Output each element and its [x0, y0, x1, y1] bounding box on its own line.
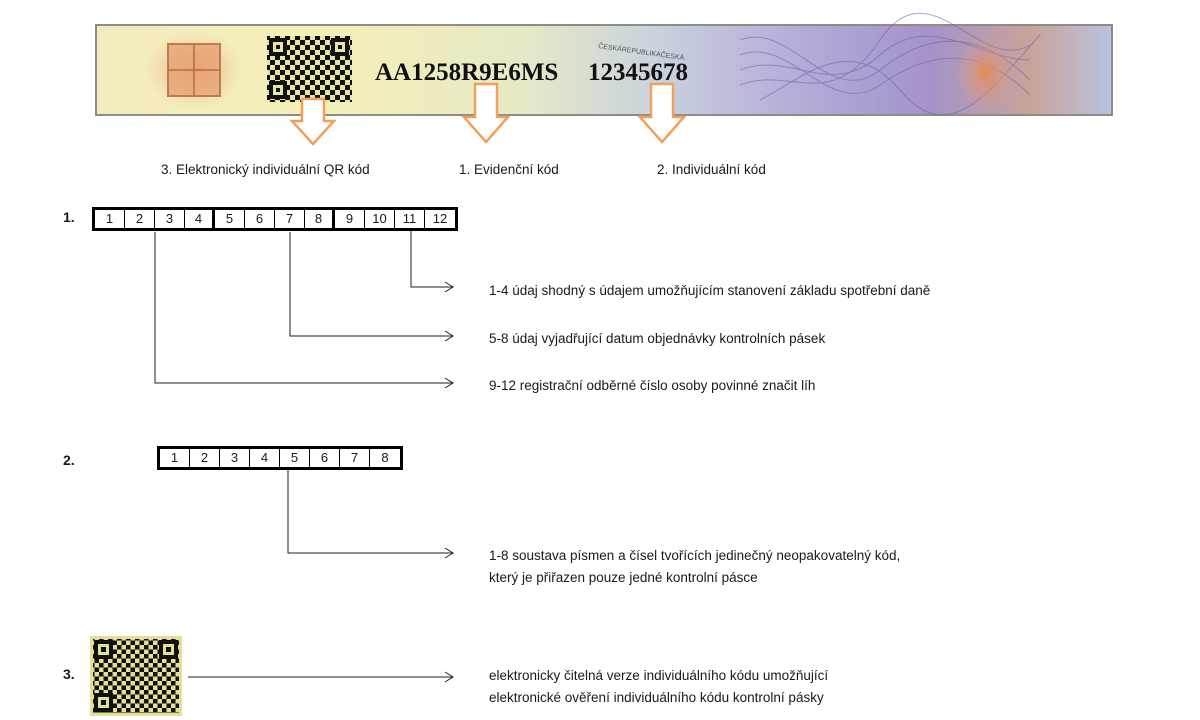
- tax-stamp-image: AA1258R9E6MS 12345678 ČESKÁREPUBLIKAČESK…: [95, 13, 1113, 116]
- code-cell: 12: [432, 211, 448, 226]
- stamp-evidencni-code: AA1258R9E6MS: [375, 59, 558, 86]
- qr-code-small-icon: [90, 636, 182, 716]
- section-1-desc-2: 5-8 údaj vyjadřující datum objednávky ko…: [489, 331, 826, 346]
- code-cell: 3: [220, 449, 250, 467]
- section-1-desc-3: 9-12 registrační odběrné číslo osoby pov…: [489, 378, 816, 393]
- section-2-code-grid: 1 2 3 4 5 6 7 8: [157, 446, 403, 470]
- section-3-number: 3.: [63, 666, 75, 682]
- code-cell: 8: [381, 450, 389, 465]
- code-cell: 7: [340, 449, 370, 467]
- code-cell: 9: [335, 210, 365, 228]
- section-1-number: 1.: [63, 209, 75, 225]
- code-cell: 7: [275, 210, 305, 228]
- code-cell: 1: [95, 210, 125, 228]
- section-3-desc-2: elektronické ověření individuálního kódu…: [489, 690, 824, 705]
- code-cell: 2: [190, 449, 220, 467]
- code-cell: 6: [245, 210, 275, 228]
- code-cell: 4: [250, 449, 280, 467]
- code-cell: 1: [160, 449, 190, 467]
- code-cell: 4: [185, 210, 215, 228]
- code-cell: 8: [305, 210, 335, 228]
- section-3-desc-1: elektronicky čitelná verze individuálníh…: [489, 668, 829, 683]
- code-cell: 3: [155, 210, 185, 228]
- qr-code-icon: [267, 36, 352, 102]
- code-cell: 5: [280, 449, 310, 467]
- stamp-individual-code: 12345678: [588, 59, 688, 86]
- label-qr-code: 3. Elektronický individuální QR kód: [161, 162, 370, 177]
- arrow-down-evidencni-icon: [461, 82, 511, 144]
- label-individualni-kod: 2. Individuální kód: [657, 162, 766, 177]
- code-cell: 11: [395, 210, 425, 228]
- code-cell: 10: [365, 210, 395, 228]
- section-2-number: 2.: [63, 452, 75, 468]
- code-cell: 2: [125, 210, 155, 228]
- label-evidencni-kod: 1. Evidenční kód: [459, 162, 559, 177]
- code-cell: 5: [215, 210, 245, 228]
- arrow-down-qr-icon: [289, 97, 337, 146]
- section-2-desc-1: 1-8 soustava písmen a čísel tvořících je…: [489, 548, 901, 563]
- arrow-down-individual-icon: [637, 82, 687, 144]
- code-cell: 6: [310, 449, 340, 467]
- hologram-patch: [955, 35, 1017, 111]
- section-2-desc-2: který je přiřazen pouze jedné kontrolní …: [489, 570, 758, 585]
- section-1-code-grid: 1 2 3 4 5 6 7 8 9 10 11 12: [92, 207, 458, 231]
- section-1-desc-1: 1-4 údaj shodný s údajem umožňujícím sta…: [489, 283, 931, 298]
